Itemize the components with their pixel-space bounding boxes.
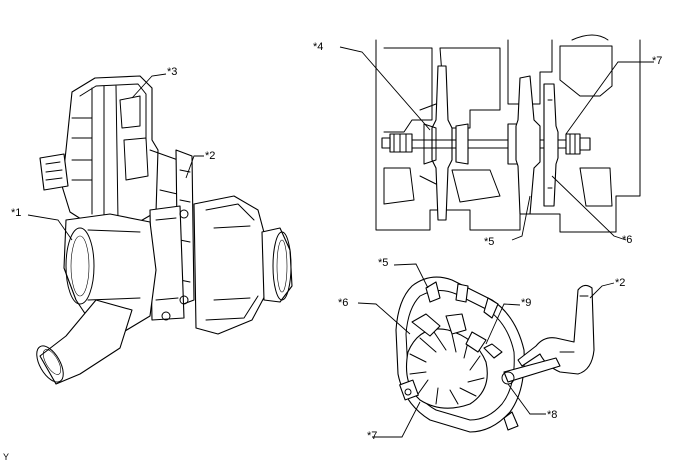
callout-label-2-tool: *2 (615, 277, 626, 289)
callout-label-7-cartridge: *7 (367, 430, 378, 442)
turbocharger-assembly-illustration (36, 75, 293, 385)
cross-section-illustration (339, 34, 654, 241)
callout-label-5-section: *5 (484, 236, 495, 248)
figure-code: Y (3, 452, 10, 462)
cartridge-illustration (357, 263, 615, 438)
callout-label-3: *3 (167, 66, 178, 78)
callout-label-5-cartridge: *5 (378, 257, 389, 269)
callout-label-1: *1 (11, 207, 22, 219)
callout-label-8: *8 (547, 409, 558, 421)
callout-label-6-cartridge: *6 (338, 297, 349, 309)
callout-label-6-section: *6 (622, 234, 633, 246)
callout-label-7-section: *7 (652, 55, 663, 67)
callout-label-4: *4 (313, 41, 324, 53)
leader-line-1 (27, 214, 73, 241)
callout-label-9: *9 (521, 297, 532, 309)
leader-line-3 (131, 73, 167, 99)
leader-line-2a (185, 155, 204, 179)
callout-label-2-assembly: *2 (205, 150, 216, 162)
